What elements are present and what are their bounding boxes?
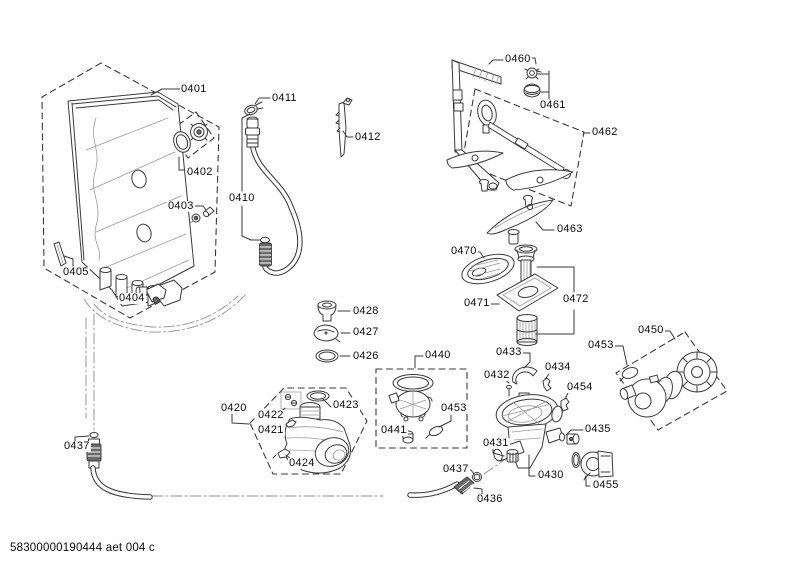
callout-0470: 0470 <box>450 245 478 257</box>
hose-end-connector <box>259 236 272 267</box>
callout-0421: 0421 <box>257 424 285 436</box>
callout-0405: 0405 <box>62 266 90 278</box>
upper-spray-assembly-0462 <box>446 99 574 208</box>
screw-0432 <box>506 384 512 397</box>
fitting-0435 <box>559 432 580 445</box>
callout-0435: 0435 <box>584 423 612 435</box>
callout-0420: 0420 <box>220 402 248 414</box>
callout-0402: 0402 <box>186 166 214 178</box>
pin-0405 <box>53 241 67 267</box>
grommet-set-0403 <box>191 206 215 223</box>
box-0420 <box>249 387 368 475</box>
seal-0433 <box>512 366 538 385</box>
callout-0463: 0463 <box>556 223 584 235</box>
callout-0455: 0455 <box>592 479 620 491</box>
box-0401 <box>41 62 220 319</box>
document-number: 58300000190444 aet 004 c <box>10 542 155 554</box>
callout-0422: 0422 <box>257 409 285 421</box>
callout-0423: 0423 <box>332 399 360 411</box>
salt-funnel-0428 <box>317 300 337 322</box>
hose-clamp-0411 <box>244 101 264 116</box>
sump-assembly-0430 <box>472 366 570 482</box>
duct-nut-and-cap-0461 <box>523 67 542 98</box>
connection-hose-0436 <box>407 476 475 498</box>
stake-0412 <box>335 97 353 158</box>
callout-0441: 0441 <box>380 424 408 436</box>
o-ring-0437-right <box>472 472 482 482</box>
coarse-filter <box>514 244 538 286</box>
box-0462 <box>461 88 585 207</box>
callout-0410: 0410 <box>228 192 256 204</box>
inlet-hose-0410 <box>245 116 303 276</box>
callout-0440: 0440 <box>424 349 452 361</box>
micro-filter-cylinder <box>516 314 538 346</box>
callout-0437-left: 0437 <box>63 440 91 452</box>
callout-0401: 0401 <box>180 83 208 95</box>
callout-0434: 0434 <box>544 361 572 373</box>
mesh-filter-0470 <box>461 253 515 285</box>
door-seal-set-0402 <box>173 123 208 153</box>
callout-0460: 0460 <box>504 53 532 65</box>
drain-pump-0455 <box>571 450 614 481</box>
callout-0432: 0432 <box>483 369 511 381</box>
salt-cap-0427 <box>313 324 341 343</box>
callout-0412: 0412 <box>354 131 382 143</box>
callout-0453-box: 0453 <box>440 402 468 414</box>
callout-0450: 0450 <box>637 324 665 336</box>
leader-lines <box>63 57 676 495</box>
callout-0427: 0427 <box>352 326 380 338</box>
callout-0437-right: 0437 <box>442 463 470 475</box>
callout-0436: 0436 <box>476 493 504 505</box>
clip-0434 <box>542 377 552 392</box>
callout-0404: 0404 <box>118 292 146 304</box>
screw-set-0422 <box>280 391 302 410</box>
seal-0453-box <box>425 425 444 439</box>
clip-0454 <box>560 397 570 412</box>
callout-0431: 0431 <box>482 437 510 449</box>
callout-0428: 0428 <box>352 305 380 317</box>
callout-0454: 0454 <box>566 381 594 393</box>
callout-0462: 0462 <box>591 126 619 138</box>
callout-0430: 0430 <box>537 469 565 481</box>
seal-0453-upper <box>619 367 639 382</box>
circulation-pump-0450 <box>619 351 718 418</box>
seal-ring-0426 <box>315 349 339 363</box>
callout-0403: 0403 <box>167 200 195 212</box>
union-nut-0431 <box>506 449 519 463</box>
callout-0472: 0472 <box>562 293 590 305</box>
filter-plate-0471 <box>496 273 559 312</box>
callout-0471: 0471 <box>463 297 491 309</box>
clip-0421 <box>285 419 297 428</box>
fill-valve-0404 <box>135 283 167 304</box>
callout-0433: 0433 <box>495 346 523 358</box>
drain-hose-0437 <box>86 431 153 500</box>
lower-spray-arm-0463 <box>486 199 554 245</box>
callout-0426: 0426 <box>352 350 380 362</box>
callout-0461: 0461 <box>539 99 567 111</box>
callout-0424: 0424 <box>288 457 316 469</box>
callout-0453-upper: 0453 <box>587 339 615 351</box>
callout-0411: 0411 <box>271 92 298 104</box>
